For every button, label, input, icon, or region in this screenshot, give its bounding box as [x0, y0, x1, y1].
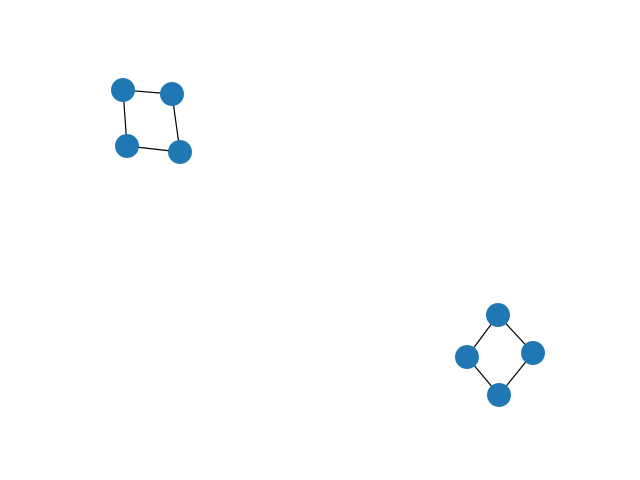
graph-node [487, 383, 511, 407]
graph-node [486, 303, 510, 327]
graph-node [111, 78, 135, 102]
graph-node [455, 345, 479, 369]
graph-node [168, 140, 192, 164]
graph-node [521, 341, 545, 365]
graph-node [115, 134, 139, 158]
graph-node [160, 82, 184, 106]
nodes-layer [111, 78, 545, 407]
